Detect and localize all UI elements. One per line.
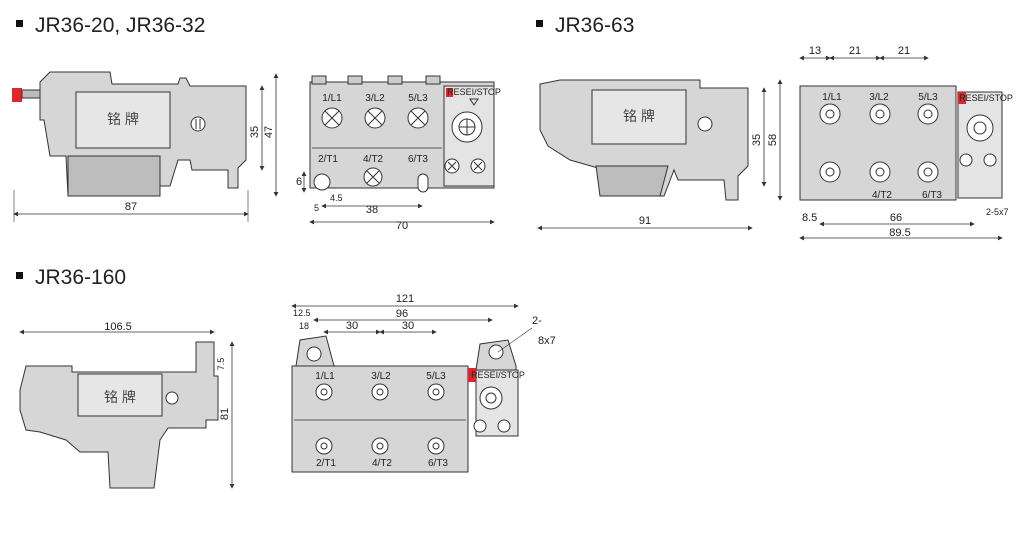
terminal-5-l3: 5/L3 — [408, 93, 428, 104]
nameplate-label: 铭 牌 — [107, 111, 139, 127]
bullet-square — [16, 19, 23, 27]
dim-89-5: 89.5 — [889, 227, 910, 239]
terminal-6-t3: 6/T3 — [428, 458, 448, 469]
dim-12-5: 12.5 — [293, 308, 311, 318]
reset-stop-label: RESEI/STOP — [959, 93, 1013, 103]
jr36-63-side-view: 铭 牌 91 35 58 — [537, 79, 783, 231]
aux-contact-icon — [959, 153, 973, 167]
dim-holes-a: 2- — [532, 315, 542, 327]
terminal-1-l1: 1/L1 — [822, 92, 842, 103]
terminal-4-t2: 4/T2 — [372, 458, 392, 469]
dim-holes-b: 8x7 — [538, 335, 556, 347]
dim-38: 38 — [366, 204, 378, 216]
dim-h47: 47 — [263, 126, 275, 138]
terminal-6-t3: 6/T3 — [922, 190, 942, 201]
dim-21b: 21 — [898, 45, 910, 57]
terminal-3-l2: 3/L2 — [371, 371, 391, 382]
jr36-160-side-view: 铭 牌 106.5 81 7.5 — [19, 321, 235, 489]
nameplate — [591, 89, 687, 145]
dim-8-5: 8.5 — [802, 212, 817, 224]
terminal-6-t3: 6/T3 — [408, 154, 428, 165]
dim-13: 13 — [809, 45, 821, 57]
terminal-2-t1: 2/T1 — [316, 458, 336, 469]
dim-5: 5 — [314, 203, 319, 213]
aux-contact-icon — [983, 153, 997, 167]
dim-h35: 35 — [751, 134, 763, 146]
terminal-3-l2: 3/L2 — [365, 93, 385, 104]
bullet-square — [536, 19, 543, 27]
aux-contact-icon — [473, 419, 487, 433]
reset-red-mark — [468, 368, 476, 382]
terminal-2-t1: 2/T1 — [318, 154, 338, 165]
dim-70: 70 — [396, 220, 408, 232]
reset-red-mark — [958, 92, 966, 104]
reset-stop-label: RESEI/STOP — [447, 87, 501, 97]
reset-stop-label: RESEI/STOP — [471, 370, 525, 380]
jr36-20-side-view: 铭 牌 87 35 47 — [12, 71, 279, 222]
adjust-knob-icon — [165, 391, 179, 405]
mount-hole-icon — [306, 346, 322, 362]
dim-21a: 21 — [849, 45, 861, 57]
heading-jr36-20-32: JR36-20, JR36-32 — [16, 14, 205, 38]
dim-width: 91 — [639, 215, 651, 227]
terminal-1-l1: 1/L1 — [322, 93, 342, 104]
nameplate — [77, 373, 163, 417]
adjust-knob-icon — [190, 116, 206, 132]
dim-h81: 81 — [219, 408, 231, 420]
dim-30a: 30 — [346, 320, 358, 332]
reset-button-icon — [966, 114, 994, 142]
dim-4-5: 4.5 — [330, 193, 343, 203]
mount-hole-icon — [488, 344, 504, 360]
dim-30b: 30 — [402, 320, 414, 332]
terminal-4-t2: 4/T2 — [872, 190, 892, 201]
adjust-knob-icon — [697, 116, 713, 132]
reset-button-icon — [479, 386, 503, 410]
reset-red-mark — [446, 88, 453, 97]
heading-jr36-63: JR36-63 — [536, 14, 634, 38]
dim-h58: 58 — [767, 134, 779, 146]
terminal-5-l3: 5/L3 — [426, 371, 446, 382]
dim-width: 87 — [125, 201, 137, 213]
dim-6: 6 — [296, 176, 302, 188]
jr36-63-front-view: RESEI/STOP 1/L1 3/L2 5/L3 4/T2 6/T3 13 2… — [799, 45, 1013, 241]
terminal-3-l2: 3/L2 — [869, 92, 889, 103]
heading-jr36-160: JR36-160 — [16, 266, 126, 290]
terminal-4-t2: 4/T2 — [363, 154, 383, 165]
bullet-square — [16, 271, 23, 279]
dim-holes: 2-5x7 — [986, 207, 1009, 217]
dim-121: 121 — [396, 293, 414, 305]
dim-96: 96 — [396, 308, 408, 320]
terminal-1-l1: 1/L1 — [315, 371, 335, 382]
nameplate-label: 铭 牌 — [623, 108, 655, 124]
dim-width: 106.5 — [104, 321, 132, 333]
dim-66: 66 — [890, 212, 902, 224]
nameplate — [75, 91, 171, 149]
dim-18: 18 — [299, 321, 309, 331]
aux-contact-icon — [497, 419, 511, 433]
dim-h35: 35 — [249, 126, 261, 138]
dim-h7-5: 7.5 — [216, 358, 226, 371]
terminal-5-l3: 5/L3 — [918, 92, 938, 103]
nameplate-label: 铭 牌 — [104, 389, 136, 405]
mount-hole-icon — [313, 173, 331, 191]
reset-lever-red — [12, 88, 22, 102]
jr36-160-front-view: RESEI/STOP 1/L1 3/L2 5/L3 2/T1 4/T2 6/T3… — [291, 293, 556, 473]
jr36-20-front-view: RESEI/STOP 1/L1 3/L2 5/L3 2/T1 4/T2 6/T3… — [296, 75, 501, 232]
